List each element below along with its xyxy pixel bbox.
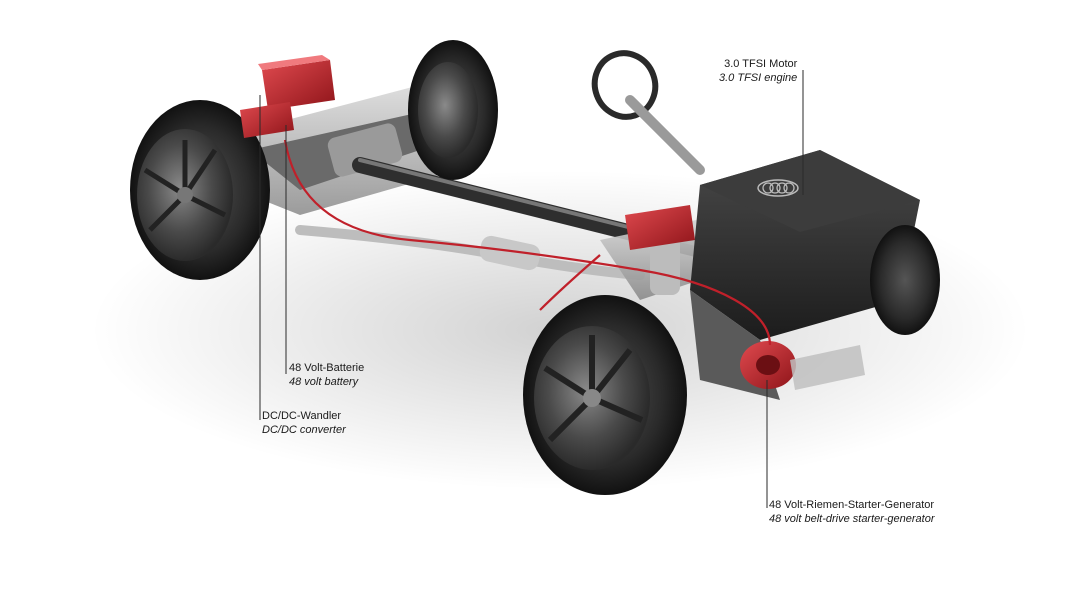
rear-left-wheel (130, 100, 270, 280)
belt-starter-generator (740, 341, 865, 390)
exhaust-system (295, 225, 645, 280)
front-left-wheel (523, 295, 687, 495)
rear-right-wheel (408, 40, 498, 180)
callout-dcdc-en: DC/DC converter (262, 424, 346, 436)
callout-battery-en: 48 volt battery (289, 376, 359, 388)
callout-battery: 48 Volt-Batterie 48 volt battery (289, 361, 364, 389)
callout-engine-en: 3.0 TFSI engine (719, 72, 798, 84)
callout-engine: 3.0 TFSI Motor 3.0 TFSI engine (719, 57, 797, 85)
steering-column (591, 50, 705, 175)
callout-dcdc-de: DC/DC-Wandler (262, 410, 342, 422)
callout-engine-de: 3.0 TFSI Motor (724, 58, 798, 70)
callout-bsg-de: 48 Volt-Riemen-Starter-Generator (769, 499, 935, 511)
wiring-harness (283, 139, 772, 346)
callout-battery-de: 48 Volt-Batterie (289, 362, 365, 374)
callout-dcdc: DC/DC-Wandler DC/DC converter (262, 409, 346, 437)
leader-lines (259, 70, 804, 508)
rear-battery-module (240, 55, 335, 138)
callout-bsg: 48 Volt-Riemen-Starter-Generator 48 volt… (769, 498, 935, 526)
callout-bsg-en: 48 volt belt-drive starter-generator (769, 513, 935, 525)
